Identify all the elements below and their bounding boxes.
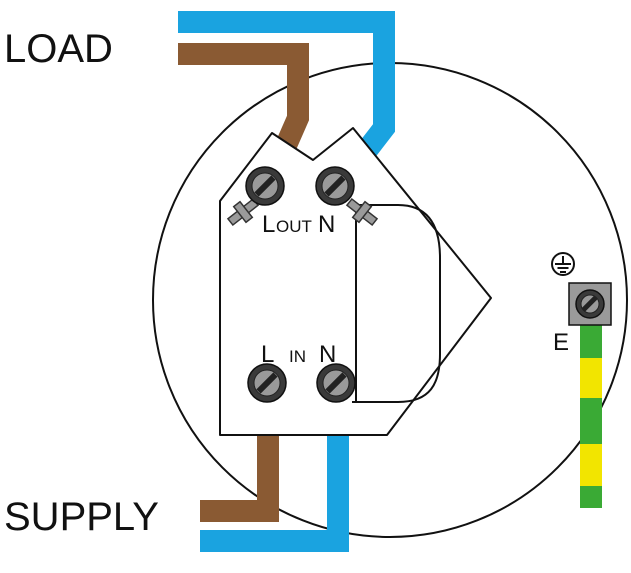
terminal-n-out [315, 166, 379, 227]
earth-terminal [568, 282, 612, 326]
load-neutral-wire [178, 11, 395, 157]
supply-live-wire [200, 425, 279, 522]
supply-label: SUPPLY [4, 495, 159, 539]
earth-wire [580, 320, 602, 508]
in-n-label: N [319, 341, 336, 368]
load-live-wire [178, 43, 309, 155]
earth-label: E [553, 329, 569, 356]
l-out-l-label: L [262, 211, 275, 238]
l-out-out-label: OUT [276, 217, 312, 236]
earth-ground-icon [551, 252, 575, 276]
terminal-l-out [226, 166, 285, 227]
supply-neutral-wire [200, 425, 349, 552]
internal-link [352, 204, 441, 403]
in-l-label: L [261, 341, 274, 368]
terminal-l-in [247, 363, 287, 403]
terminal-n-in [316, 363, 356, 403]
in-in-label: IN [289, 347, 306, 366]
load-label: LOAD [4, 27, 113, 71]
l-out-n-label: N [318, 211, 335, 238]
